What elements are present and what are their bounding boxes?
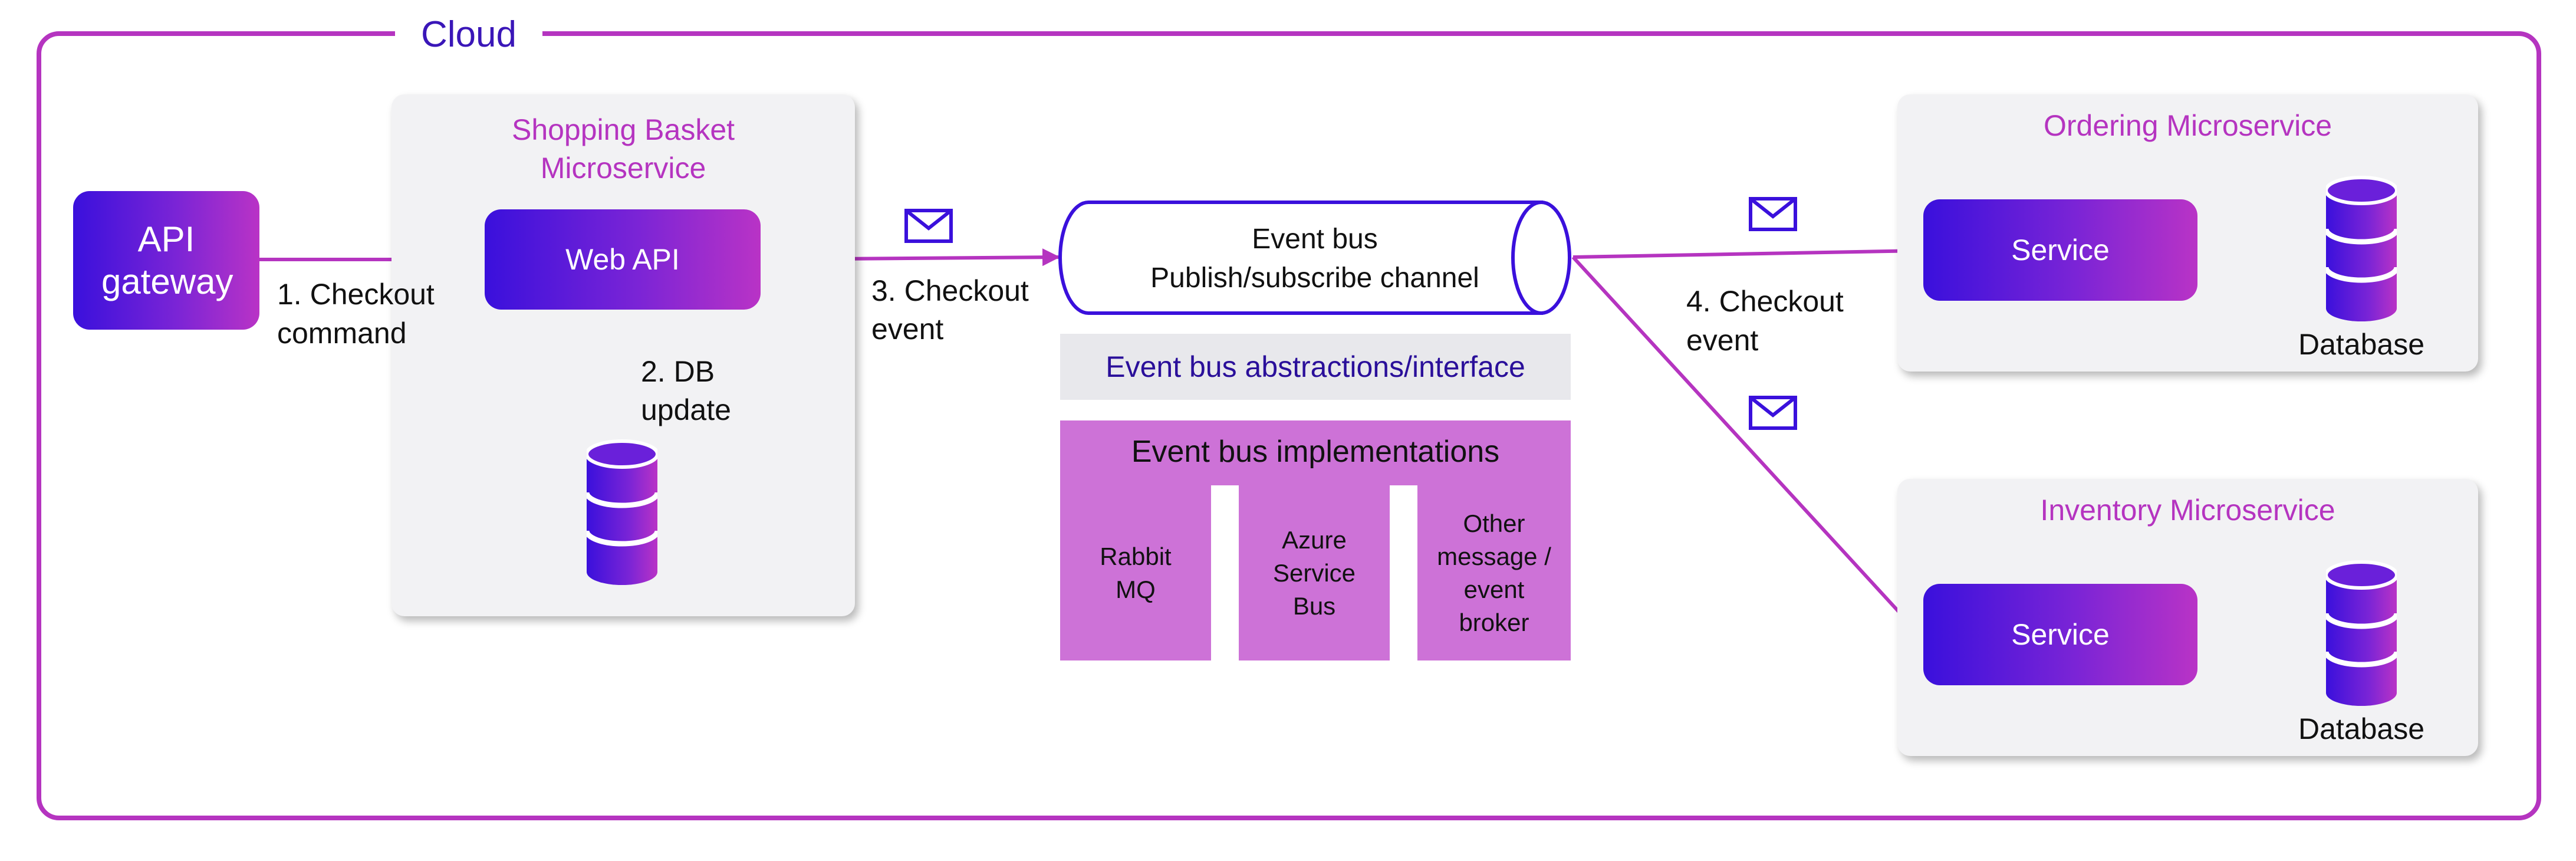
- step2-label-line2: update: [641, 393, 731, 426]
- arrow-to-inventory: [1571, 255, 1921, 636]
- event-bus-abstractions-label: Event bus abstractions/interface: [1106, 350, 1525, 383]
- impl-azure-line2: Service: [1272, 558, 1356, 587]
- impl-other-line4: broker: [1459, 608, 1529, 636]
- impl-rabbitmq: Rabbit MQ: [1060, 485, 1211, 660]
- cloud-title: Cloud: [395, 8, 542, 61]
- impl-rabbitmq-line1: Rabbit: [1100, 542, 1172, 570]
- impl-other-line3: event: [1463, 575, 1525, 603]
- envelope-icon: [906, 211, 951, 241]
- web-api-label: Web API: [565, 243, 680, 276]
- ordering-service-box: Service: [1923, 199, 2197, 301]
- event-bus-cylinder: [1058, 201, 1571, 315]
- step3-label-line1: 3. Checkout: [871, 274, 1029, 307]
- shopping-basket-title-line1: Shopping Basket: [511, 113, 735, 146]
- step1-label-line2: command: [277, 317, 407, 350]
- inventory-title: Inventory Microservice: [2040, 494, 2335, 527]
- database-icon: [2326, 176, 2397, 323]
- event-bus-implementations-title: Event bus implementations: [1131, 435, 1500, 469]
- database-icon: [587, 439, 657, 587]
- web-api-box: Web API: [485, 209, 761, 310]
- event-bus-title: Event bus: [1252, 224, 1378, 255]
- impl-azure-line1: Azure: [1282, 525, 1347, 554]
- ordering-db-label: Database: [2298, 328, 2425, 361]
- step2-label-line1: 2. DB: [641, 355, 715, 388]
- impl-other-line2: message /: [1437, 542, 1551, 570]
- inventory-service-box: Service: [1923, 584, 2197, 685]
- shopping-basket-title-line2: Microservice: [540, 152, 706, 185]
- envelope-icon: [1751, 397, 1795, 428]
- impl-rabbitmq-line2: MQ: [1116, 575, 1156, 603]
- event-bus-implementations-band: [1060, 420, 1571, 485]
- ordering-service-label: Service: [2011, 234, 2110, 267]
- step4-label-line2: event: [1686, 324, 1759, 357]
- step1-label-line1: 1. Checkout: [277, 278, 435, 311]
- ordering-title: Ordering Microservice: [2043, 109, 2332, 142]
- step4-label-line1: 4. Checkout: [1686, 285, 1844, 318]
- api-gateway-box: API gateway: [73, 191, 259, 330]
- arrow-to-ordering: [1572, 242, 1922, 260]
- api-gateway-label: API gateway: [101, 219, 233, 301]
- impl-other-broker: Other message / event broker: [1417, 485, 1571, 660]
- event-bus-abstractions: Event bus abstractions/interface: [1060, 334, 1571, 400]
- database-icon: [2326, 560, 2397, 708]
- envelope-icon: [1751, 199, 1795, 229]
- cloud-boundary: [37, 31, 2541, 820]
- inventory-service-label: Service: [2011, 618, 2110, 651]
- impl-azure-service-bus: Azure Service Bus: [1239, 485, 1390, 660]
- impl-other-line1: Other: [1463, 509, 1525, 537]
- event-bus-subtitle: Publish/subscribe channel: [1150, 262, 1479, 294]
- step3-label-line2: event: [871, 313, 944, 346]
- impl-azure-line3: Bus: [1292, 591, 1336, 620]
- inventory-db-label: Database: [2298, 712, 2425, 745]
